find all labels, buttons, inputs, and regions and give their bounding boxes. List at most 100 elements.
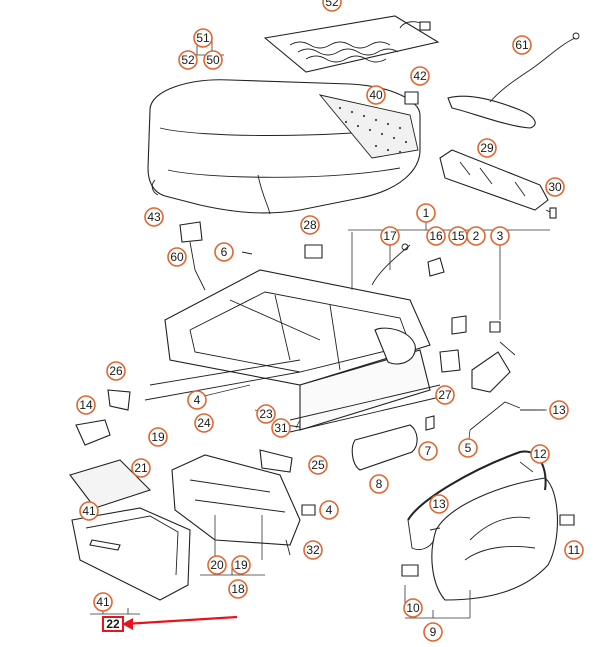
callout-circle [322, 0, 342, 12]
highlight-arrow-head [122, 618, 133, 630]
callout-41: 41 [79, 501, 99, 521]
callout-label: 23 [259, 407, 273, 421]
highlight-box [102, 616, 124, 632]
callout-circle [477, 138, 497, 158]
side-trim-panel [407, 450, 558, 601]
callout-circle [549, 400, 569, 420]
callout-circle [194, 413, 214, 433]
callout-50: 50 [203, 50, 223, 70]
callout-label: 16 [429, 229, 443, 243]
callout-7: 7 [418, 441, 438, 461]
callout-13: 13 [549, 400, 569, 420]
highlight-label: 22 [106, 617, 120, 631]
callout-42: 42 [410, 66, 430, 86]
callout-circle [369, 474, 389, 494]
seat-frame [144, 269, 441, 433]
callout-label: 1 [423, 206, 430, 220]
seat-base-bracket [171, 449, 301, 546]
callout-circle [207, 555, 227, 575]
callout-circle [79, 501, 99, 521]
callout-label: 51 [196, 31, 210, 45]
callout-label: 4 [326, 503, 333, 517]
callout-circle [403, 598, 423, 618]
callout-label: 10 [406, 601, 420, 615]
callout-label: 6 [221, 245, 228, 259]
seat-cushion [147, 79, 421, 215]
callout-circle [380, 226, 400, 246]
callout-label: 8 [376, 477, 383, 491]
callout-circle [93, 592, 113, 612]
callout-circle [256, 404, 276, 424]
callout-41: 41 [93, 592, 113, 612]
callout-circle [106, 361, 126, 381]
callout-label: 2 [473, 229, 480, 243]
callout-circle [228, 579, 248, 599]
callout-label: 50 [206, 53, 220, 67]
callout-circle [530, 444, 550, 464]
callout-label: 29 [480, 141, 494, 155]
callout-11: 11 [564, 540, 584, 560]
callout-19: 19 [231, 555, 251, 575]
callout-circle [203, 50, 223, 70]
callout-25: 25 [308, 455, 328, 475]
highlight-arrow [124, 615, 238, 626]
callout-circle [416, 203, 436, 223]
callout-10: 10 [403, 598, 423, 618]
callout-circle [426, 226, 446, 246]
callout-label: 26 [109, 364, 123, 378]
callout-label: 18 [231, 582, 245, 596]
callout-label: 28 [303, 218, 317, 232]
callout-label: 4 [194, 393, 201, 407]
callout-label: 41 [96, 595, 110, 609]
callout-circle [187, 390, 207, 410]
callout-label: 20 [210, 558, 224, 572]
callout-21: 21 [131, 458, 151, 478]
callout-27: 27 [435, 385, 455, 405]
callout-circle [423, 622, 443, 642]
callout-label: 43 [147, 210, 161, 224]
heating-mat [263, 15, 440, 73]
callout-circle [76, 395, 96, 415]
callout-label: 42 [413, 69, 427, 83]
callout-label: 52 [181, 53, 195, 67]
callout-circle [466, 226, 486, 246]
callout-circle [458, 438, 478, 458]
callout-circle [435, 385, 455, 405]
callout-13: 13 [429, 494, 449, 514]
callout-circle [144, 207, 164, 227]
callout-label: 41 [82, 504, 96, 518]
callout-12: 12 [530, 444, 550, 464]
callout-30: 30 [545, 177, 565, 197]
callout-18: 18 [228, 579, 248, 599]
callout-circle [410, 66, 430, 86]
callout-label: 13 [432, 497, 446, 511]
callout-6: 6 [214, 242, 234, 262]
callout-label: 21 [134, 461, 148, 475]
callout-label: 40 [369, 88, 383, 102]
callout-label: 32 [306, 543, 320, 557]
callout-4: 4 [187, 390, 207, 410]
callout-23: 23 [256, 404, 276, 424]
storage-tray [69, 459, 191, 601]
callout-4: 4 [319, 500, 339, 520]
callout-label: 25 [311, 458, 325, 472]
callout-circle [193, 28, 213, 48]
callout-circle [231, 555, 251, 575]
callout-label: 13 [552, 403, 566, 417]
callout-circle [429, 494, 449, 514]
callout-circle [545, 177, 565, 197]
callout-circle [214, 242, 234, 262]
callout-circle [271, 418, 291, 438]
callout-label: 9 [430, 625, 437, 639]
callout-3: 3 [490, 226, 510, 246]
callout-label: 24 [197, 416, 211, 430]
highlight-callout: 22 [102, 616, 124, 632]
callout-label: 27 [438, 388, 452, 402]
callout-label: 19 [151, 430, 165, 444]
callout-29: 29 [477, 138, 497, 158]
callout-label: 31 [274, 421, 288, 435]
callout-8: 8 [369, 474, 389, 494]
callout-circle [178, 50, 198, 70]
callout-17: 17 [380, 226, 400, 246]
